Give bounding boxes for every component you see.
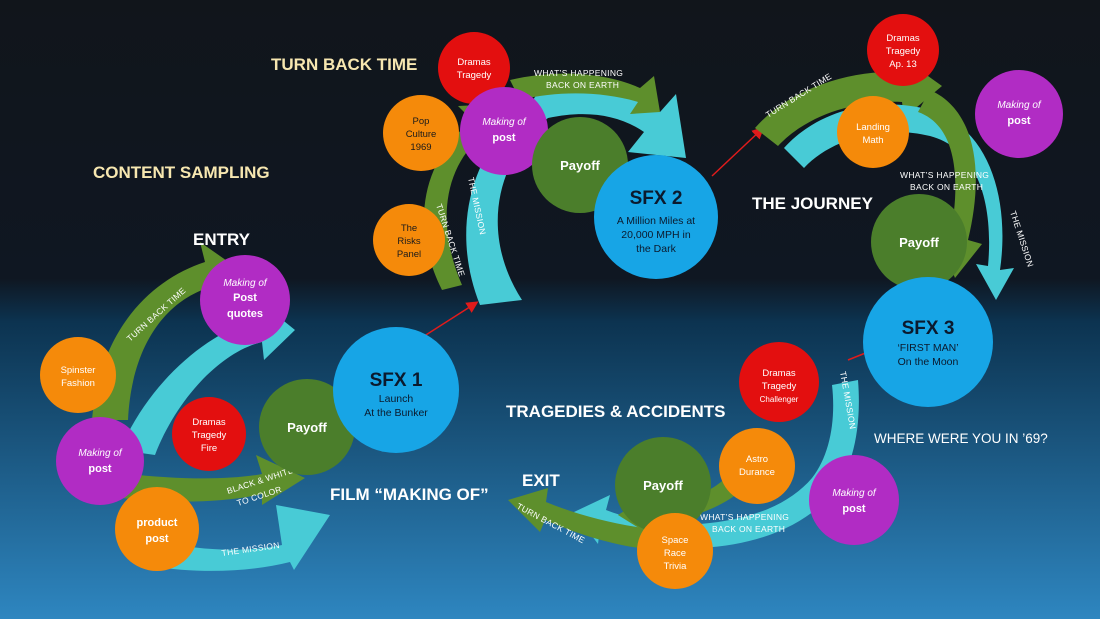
svg-text:post: post (492, 132, 516, 144)
svg-text:Race: Race (664, 548, 686, 559)
svg-text:Fire: Fire (201, 443, 217, 454)
svg-text:Dramas: Dramas (886, 33, 920, 44)
svg-text:Making of: Making of (223, 278, 268, 289)
node-pop-culture-1969: Pop Culture 1969 (383, 95, 459, 171)
section-content-sampling: CONTENT SAMPLING (93, 163, 270, 182)
node-sfx3: SFX 3 ‘FIRST MAN’ On the Moon (863, 277, 993, 407)
svg-text:1969: 1969 (410, 142, 431, 153)
arrow-label-tbt-whats-2: BACK ON EARTH (546, 80, 619, 90)
svg-text:post: post (842, 503, 866, 515)
entry-mission-arrow (150, 505, 330, 571)
svg-text:product: product (137, 517, 178, 529)
svg-text:Post: Post (233, 292, 257, 304)
arrow-label-tbt-whats-1: WHAT’S HAPPENING (534, 68, 623, 78)
svg-text:post: post (88, 463, 112, 475)
arrow-label-trag-whats-2: BACK ON EARTH (712, 524, 785, 534)
svg-text:Dramas: Dramas (762, 368, 796, 379)
svg-text:the Dark: the Dark (636, 243, 676, 255)
section-turn-back-time: TURN BACK TIME (271, 55, 417, 74)
tbt-whats-happening-arrow (510, 73, 660, 114)
svg-text:SFX 3: SFX 3 (902, 318, 955, 339)
arrow-label-journey-whats-2: BACK ON EARTH (910, 182, 983, 192)
svg-text:Launch: Launch (379, 393, 414, 405)
svg-text:Astro: Astro (746, 454, 768, 465)
node-dramas-tragedy-fire: Dramas Tragedy Fire (172, 397, 246, 471)
section-tragedies: TRAGEDIES & ACCIDENTS (506, 402, 725, 421)
svg-text:Tragedy: Tragedy (457, 70, 492, 81)
svg-text:The: The (401, 223, 417, 234)
node-making-of-post-tbt: Making of post (460, 87, 548, 175)
node-the-risks-panel: The Risks Panel (373, 204, 445, 276)
svg-text:At the Bunker: At the Bunker (364, 407, 428, 419)
svg-text:SFX 1: SFX 1 (370, 370, 423, 391)
svg-text:SFX 2: SFX 2 (630, 188, 683, 209)
node-payoff-entry: Payoff (259, 379, 355, 475)
svg-text:Tragedy: Tragedy (886, 46, 921, 57)
journey-mission-arrow (784, 104, 1014, 301)
svg-text:Making of: Making of (997, 100, 1042, 111)
svg-text:Culture: Culture (406, 129, 437, 140)
svg-text:20,000 MPH in: 20,000 MPH in (621, 229, 691, 241)
node-sfx2: SFX 2 A Million Miles at 20,000 MPH in t… (594, 155, 718, 279)
node-product-post: product post (115, 487, 199, 571)
connector-sfx1-sfx2 (417, 301, 479, 341)
connector-sfx2-journey (711, 126, 765, 177)
node-making-of-post-quotes: Making of Post quotes (200, 255, 290, 345)
tragedies-mission-arrow (574, 380, 859, 549)
arrow-label-journey-whats-1: WHAT’S HAPPENING (900, 170, 989, 180)
svg-text:Dramas: Dramas (457, 57, 491, 68)
svg-text:Pop: Pop (413, 116, 430, 127)
node-payoff-tragedies: Payoff (615, 437, 711, 533)
node-space-race-trivia: Space Race Trivia (637, 513, 713, 589)
svg-text:Making of: Making of (482, 117, 527, 128)
arrow-label-trag-whats-1: WHAT’S HAPPENING (700, 512, 789, 522)
svg-text:Math: Math (862, 135, 883, 146)
journey-whats-happening-arrow (918, 90, 982, 278)
exit-turn-back-time-arrow (508, 488, 660, 550)
node-payoff-journey: Payoff (871, 194, 967, 290)
node-dramas-tragedy-tbt: Dramas Tragedy (438, 32, 510, 104)
svg-text:Payoff: Payoff (643, 478, 683, 493)
svg-text:Panel: Panel (397, 249, 421, 260)
section-the-journey: THE JOURNEY (752, 194, 874, 213)
section-entry: ENTRY (193, 230, 251, 249)
node-making-of-post-journey: Making of post (975, 70, 1063, 158)
svg-text:Risks: Risks (397, 236, 420, 247)
node-dramas-tragedy-challenger: Dramas Tragedy Challenger (739, 342, 819, 422)
node-making-of-post-entry: Making of post (56, 417, 144, 505)
svg-text:Payoff: Payoff (287, 420, 327, 435)
section-film-making-of: FILM “MAKING OF” (330, 485, 489, 504)
svg-text:Spinster: Spinster (61, 365, 96, 376)
svg-text:post: post (1007, 115, 1031, 127)
svg-text:Payoff: Payoff (560, 158, 600, 173)
svg-text:Durance: Durance (739, 467, 775, 478)
svg-text:Fashion: Fashion (61, 378, 95, 389)
svg-text:A Million Miles at: A Million Miles at (617, 215, 695, 227)
svg-text:Tragedy: Tragedy (762, 381, 797, 392)
svg-text:On the Moon: On the Moon (898, 356, 959, 368)
svg-text:Trivia: Trivia (664, 561, 688, 572)
node-landing-math: Landing Math (837, 96, 909, 168)
section-where-were-you: WHERE WERE YOU IN ’69? (874, 431, 1048, 446)
svg-text:Dramas: Dramas (192, 417, 226, 428)
svg-text:quotes: quotes (227, 308, 263, 320)
svg-text:Challenger: Challenger (760, 395, 799, 404)
node-making-of-post-tragedies: Making of post (809, 455, 899, 545)
svg-text:Making of: Making of (832, 488, 877, 499)
svg-text:Landing: Landing (856, 122, 890, 133)
svg-text:post: post (145, 533, 169, 545)
node-spinster-fashion: Spinster Fashion (40, 337, 116, 413)
svg-text:Making of: Making of (78, 448, 123, 459)
svg-text:Payoff: Payoff (899, 235, 939, 250)
svg-text:Space: Space (662, 535, 689, 546)
svg-text:‘FIRST MAN’: ‘FIRST MAN’ (897, 342, 958, 354)
node-dramas-tragedy-ap13: Dramas Tragedy Ap. 13 (867, 14, 939, 86)
node-sfx1: SFX 1 Launch At the Bunker (333, 327, 459, 453)
svg-text:Ap. 13: Ap. 13 (889, 59, 916, 70)
svg-text:Tragedy: Tragedy (192, 430, 227, 441)
section-exit: EXIT (522, 471, 560, 490)
node-astro-durance: Astro Durance (719, 428, 795, 504)
